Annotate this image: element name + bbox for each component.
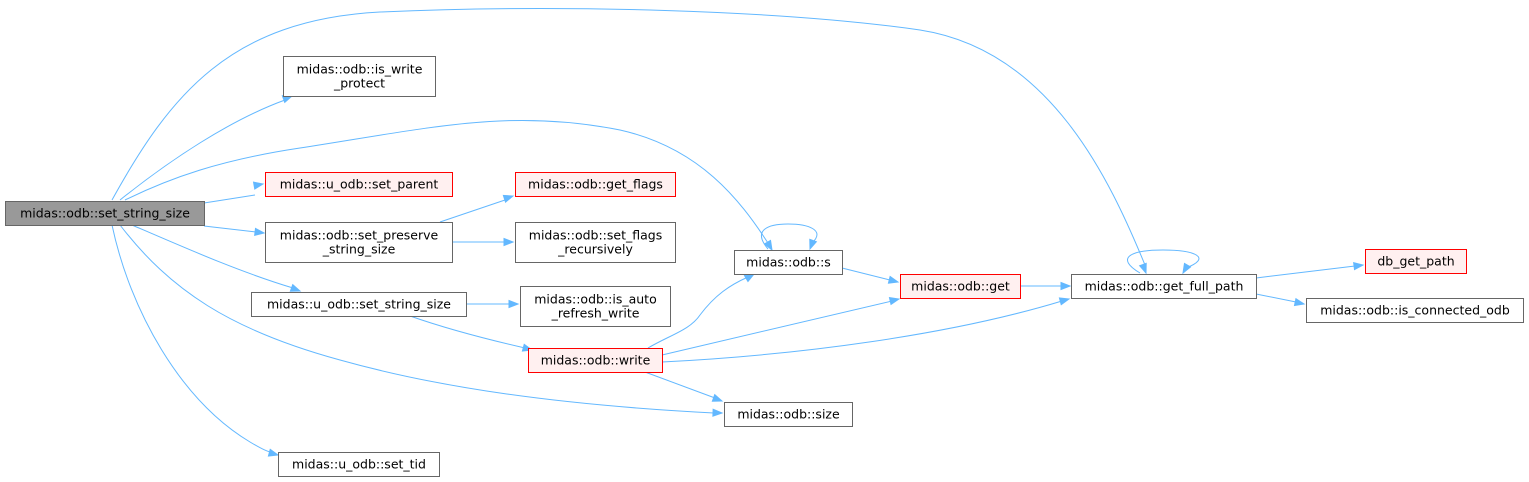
arrowhead-root-to-size (712, 408, 724, 417)
edge-get_full_path-to-get_full_path (1127, 249, 1200, 274)
node-u-set-tid[interactable]: midas::u_odb::set_tid (278, 452, 440, 477)
arrowhead-get_full_path-to-is_connected (1293, 297, 1306, 307)
node-box (1071, 274, 1257, 299)
edge-root-to-u_set_parent (203, 194, 256, 204)
edge-s-to-s (761, 223, 818, 250)
arrowhead-write-to-s (743, 273, 756, 283)
node-get[interactable]: midas::odb::get (900, 274, 1021, 299)
node-label: midas::odb::s (746, 255, 831, 270)
node-label: db_get_path (1377, 254, 1454, 269)
node-label: midas::odb::size (737, 407, 840, 422)
node-is-connected[interactable]: midas::odb::is_connected_odb (1306, 298, 1524, 323)
node-box (1306, 298, 1524, 323)
node-u-set-parent[interactable]: midas::u_odb::set_parent (265, 172, 453, 197)
edge-write-to-get (661, 300, 893, 356)
node-is-auto-refresh[interactable]: midas::odb::is_auto_refresh_write (520, 286, 671, 327)
arrowhead-write-to-size (711, 393, 724, 402)
arrowhead-write-to-get (888, 297, 901, 306)
node-box (515, 172, 676, 197)
arrowhead-root-to-get_full_path (1138, 262, 1147, 275)
node-box (265, 222, 453, 263)
arrowhead-u_set_string_size-to-is_auto_refresh (508, 299, 520, 309)
edge-root-to-get_full_path (111, 8, 1146, 266)
edge-root-to-s (124, 119, 769, 244)
node-is-write-protect[interactable]: midas::odb::is_write_protect (283, 56, 436, 97)
node-set-preserve[interactable]: midas::odb::set_preserve_string_size (265, 222, 453, 263)
node-label: _string_size (322, 242, 396, 257)
node-box (5, 201, 205, 226)
edge-root-to-u_set_string_size (131, 224, 294, 289)
node-label: _refresh_write (551, 306, 640, 321)
arrowhead-s-to-s (809, 238, 818, 251)
edge-root-to-u_set_tid (111, 224, 272, 453)
node-label: _recursively (557, 242, 633, 257)
node-set-flags-rec[interactable]: midas::odb::set_flags_recursively (515, 222, 676, 263)
edge-write-to-s (647, 276, 749, 349)
node-root[interactable]: midas::odb::set_string_size (5, 201, 205, 226)
node-label: midas::odb::is_auto (534, 292, 657, 307)
node-size[interactable]: midas::odb::size (724, 402, 853, 427)
node-u-set-string-size[interactable]: midas::u_odb::set_string_size (251, 292, 467, 317)
edge-get_full_path-to-db_get_path (1255, 265, 1356, 279)
node-label: midas::odb::set_preserve (280, 228, 439, 243)
arrowhead-root-to-u_set_tid (267, 448, 280, 457)
node-box (900, 274, 1021, 299)
edge-get_full_path-to-is_connected (1255, 293, 1297, 303)
node-box (265, 172, 453, 197)
node-label: midas::u_odb::set_string_size (267, 297, 451, 312)
node-label: _protect (333, 76, 385, 91)
arrowhead-write-to-get_full_path (1058, 297, 1071, 306)
arrowhead-root-to-u_set_string_size (289, 283, 302, 292)
node-label: midas::odb::write (541, 353, 651, 368)
node-label: midas::odb::is_write (297, 62, 423, 77)
edge-u_set_string_size-to-write (409, 315, 526, 349)
edge-root-to-set_preserve (203, 225, 257, 233)
edge-s-to-get (841, 267, 891, 281)
arrowhead-get_full_path-to-get_full_path (1182, 262, 1192, 275)
node-label: midas::u_odb::set_parent (280, 177, 439, 192)
node-write[interactable]: midas::odb::write (528, 348, 663, 373)
node-box (724, 402, 853, 427)
node-box (1365, 249, 1467, 274)
arrowhead-s-to-get (887, 275, 900, 284)
edge-write-to-size (644, 371, 716, 399)
node-box (520, 286, 671, 327)
node-label: midas::odb::is_connected_odb (1320, 303, 1510, 318)
node-db-get-path[interactable]: db_get_path (1365, 249, 1467, 274)
arrowhead-root-to-set_preserve (254, 227, 266, 237)
arrowhead-set_preserve-to-set_flags_rec (503, 237, 515, 247)
node-get-flags[interactable]: midas::odb::get_flags (515, 172, 676, 197)
arrowhead-get_full_path-to-db_get_path (1353, 261, 1365, 271)
node-box (283, 56, 436, 97)
arrowhead-root-to-s (763, 239, 773, 252)
edge-root-to-size (119, 224, 715, 414)
node-s[interactable]: midas::odb::s (734, 250, 843, 275)
call-edges (111, 8, 1365, 457)
node-box (278, 452, 440, 477)
arrowhead-get-to-get_full_path (1060, 281, 1072, 291)
node-label: midas::odb::get_flags (528, 177, 663, 192)
arrowhead-set_preserve-to-get_flags (502, 194, 515, 203)
edge-root-to-is_write_protect (119, 99, 286, 201)
node-label: midas::odb::set_string_size (20, 206, 190, 221)
node-box (734, 250, 843, 275)
node-label: midas::odb::set_flags (529, 228, 662, 243)
node-label: midas::odb::get_full_path (1085, 279, 1244, 294)
edge-write-to-get_full_path (661, 300, 1063, 363)
node-label: midas::u_odb::set_tid (292, 457, 426, 472)
node-box (515, 222, 676, 263)
node-box (528, 348, 663, 373)
arrowhead-root-to-u_set_parent (252, 181, 265, 190)
node-get-full-path[interactable]: midas::odb::get_full_path (1071, 274, 1257, 299)
call-nodes: midas::odb::set_string_sizemidas::odb::i… (5, 56, 1524, 477)
node-label: midas::odb::get (911, 279, 1010, 294)
edge-set_preserve-to-get_flags (439, 199, 506, 223)
node-box (251, 292, 467, 317)
